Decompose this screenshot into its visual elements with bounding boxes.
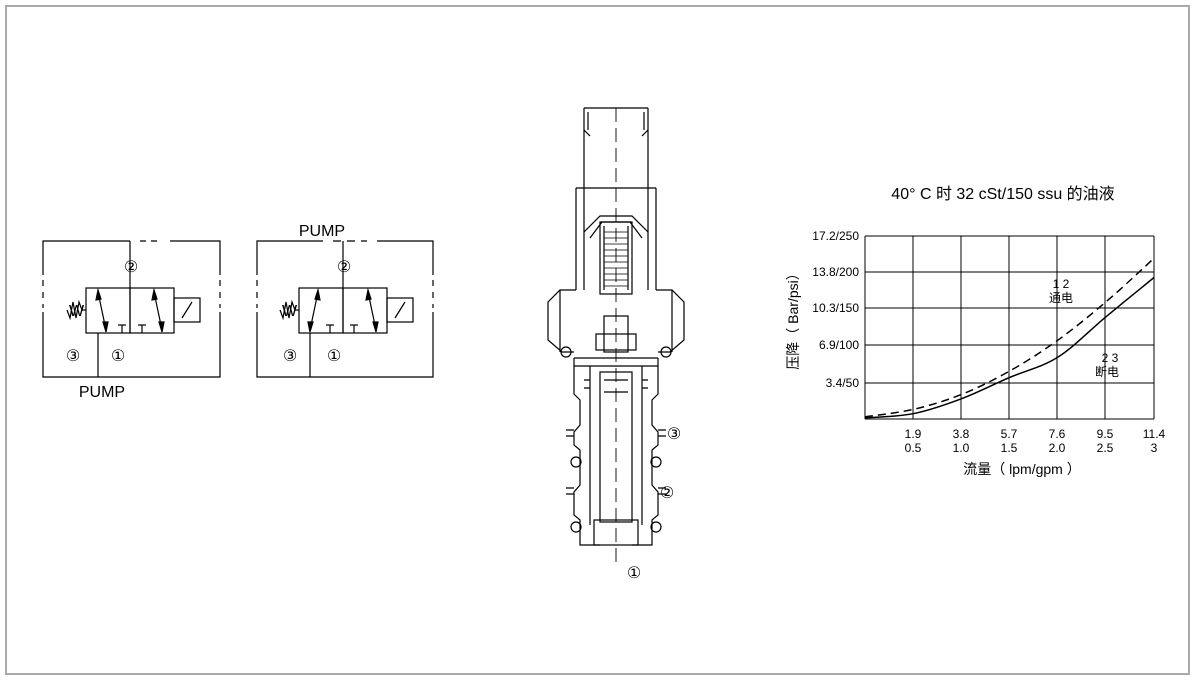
series-label-energized: 通电 <box>1049 291 1073 305</box>
series-label-deenergized-ports: 2 3 <box>1102 351 1119 365</box>
chart-grid <box>864 235 1155 420</box>
right-port3-label: ③ <box>283 348 297 365</box>
y-axis-label: 压降（ Bar/psi） <box>785 266 801 369</box>
left-port3-label: ③ <box>66 348 80 365</box>
section-port3-label: ③ <box>667 426 681 443</box>
y-tick-label: 13.8/200 <box>812 265 859 279</box>
x-axis-label: 流量（ lpm/gpm ） <box>963 461 1080 477</box>
section-port2-label: ② <box>660 485 674 502</box>
y-tick-label: 3.4/50 <box>826 376 860 390</box>
valve-cross-section <box>547 107 685 565</box>
left-pump-label: PUMP <box>79 384 125 401</box>
x-tick-label-lpm: 3.8 <box>953 427 970 441</box>
y-tick-label: 17.2/250 <box>812 229 859 243</box>
x-tick-label-gpm: 1.0 <box>953 441 970 455</box>
series-label-deenergized: 断电 <box>1095 364 1119 379</box>
x-tick-label-lpm: 9.5 <box>1097 427 1114 441</box>
x-tick-label-gpm: 0.5 <box>905 441 922 455</box>
chart-title: 40° C 时 32 cSt/150 ssu 的油液 <box>891 185 1114 203</box>
right-port2-label: ② <box>337 259 351 276</box>
x-tick-label-gpm: 3 <box>1151 441 1158 455</box>
series-label-energized-ports: 1 2 <box>1053 277 1070 291</box>
left-spring-label: W <box>69 303 85 320</box>
right-spring-label: W <box>282 303 298 320</box>
x-tick-label-gpm: 2.5 <box>1097 441 1114 455</box>
y-tick-label: 6.9/100 <box>819 338 859 352</box>
x-tick-label-lpm: 7.6 <box>1049 427 1066 441</box>
y-tick-label: 10.3/150 <box>812 301 859 315</box>
x-tick-label-lpm: 5.7 <box>1001 427 1018 441</box>
x-tick-label-gpm: 2.0 <box>1049 441 1066 455</box>
valve-symbol-left <box>41 240 222 378</box>
series-line-1 <box>864 276 1155 419</box>
chart-series-group <box>864 257 1155 419</box>
valve-symbol-right <box>255 240 435 378</box>
x-tick-label-lpm: 11.4 <box>1143 427 1166 441</box>
x-tick-label-gpm: 1.5 <box>1001 441 1018 455</box>
section-port1-label: ① <box>627 565 641 582</box>
x-tick-label-lpm: 1.9 <box>905 427 922 441</box>
left-port2-label: ② <box>124 259 138 276</box>
figure-frame <box>5 5 1190 675</box>
right-pump-label: PUMP <box>299 223 345 240</box>
right-port1-label: ① <box>327 348 341 365</box>
left-port1-label: ① <box>111 348 125 365</box>
